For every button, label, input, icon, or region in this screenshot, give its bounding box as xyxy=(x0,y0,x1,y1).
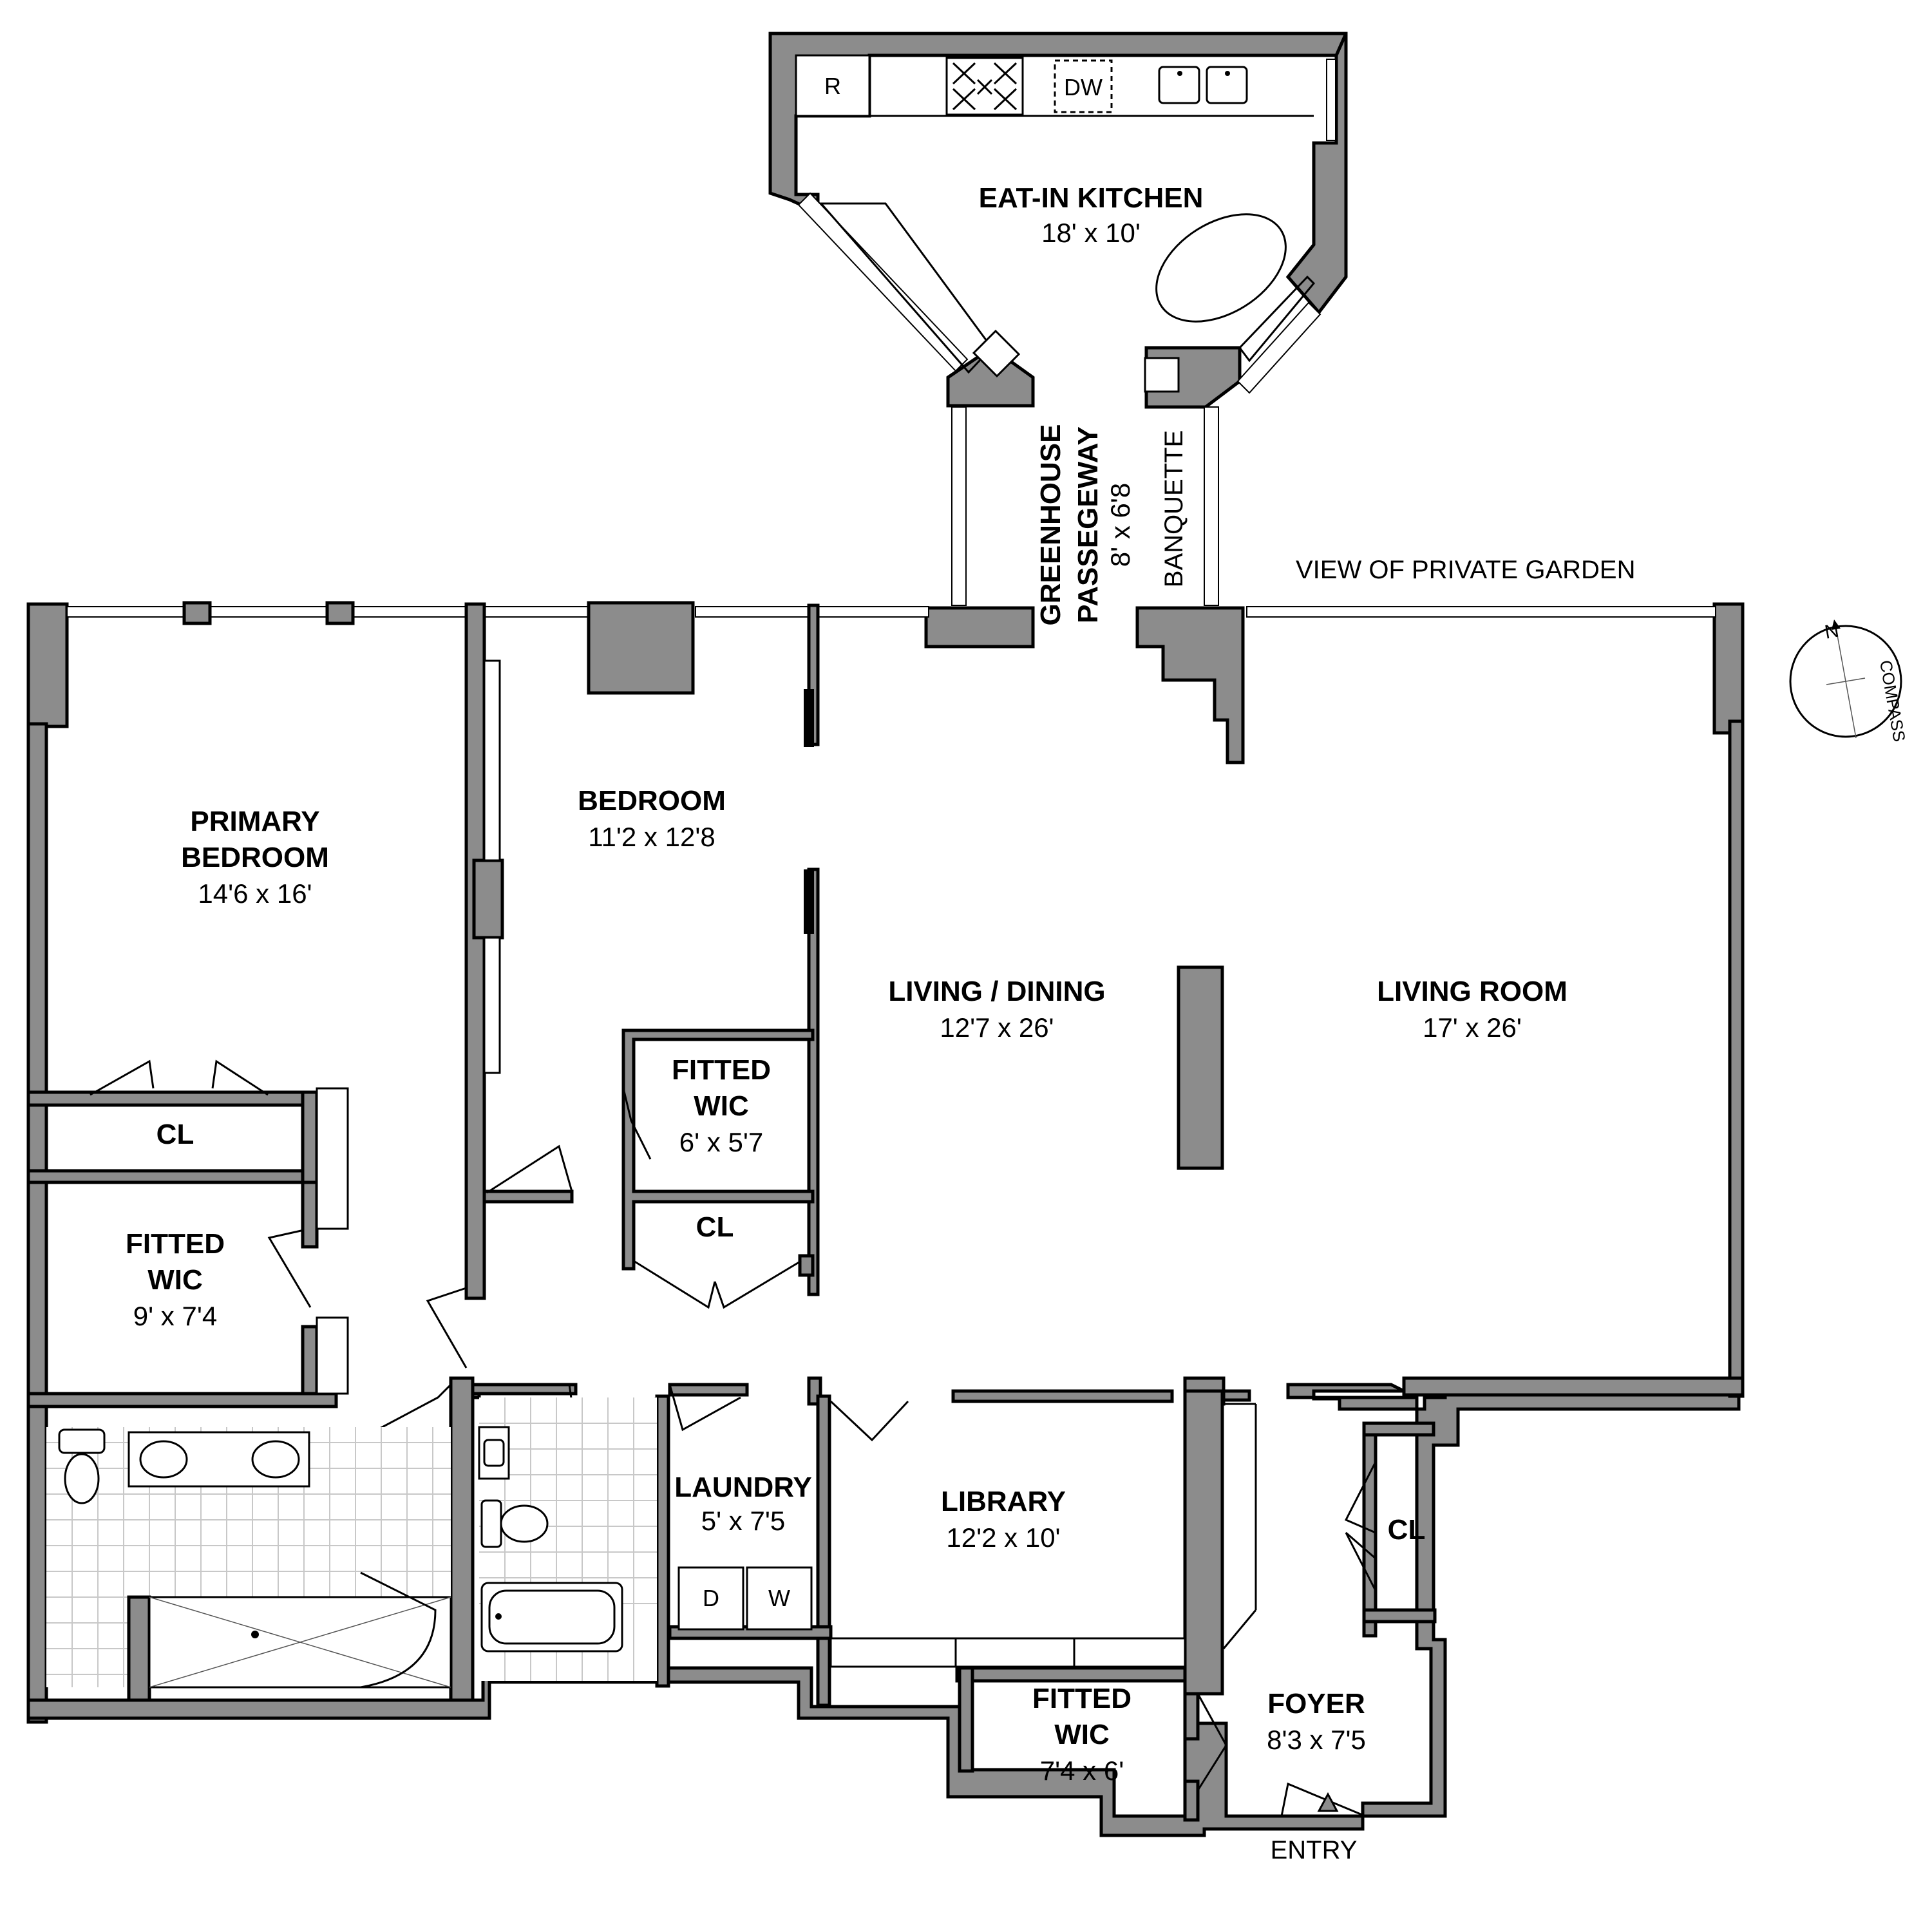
cooktop xyxy=(945,57,1024,116)
room-name: BEDROOM xyxy=(578,785,726,817)
kitchen-sink xyxy=(1158,66,1248,104)
doors xyxy=(90,1059,1377,1817)
room-dims: 14'6 x 16' xyxy=(198,878,312,909)
greenhouse-label: GREENHOUSE PASSEGEWAY 8' x 6'8 xyxy=(1035,424,1135,626)
kitchen-walls xyxy=(768,32,1348,764)
room-name: FOYER xyxy=(1267,1688,1365,1719)
garden-windows xyxy=(66,601,1716,695)
compass-icon: N COMPASS xyxy=(1789,620,1909,743)
room-dims: 12'7 x 26' xyxy=(940,1012,1054,1043)
laundry-machines: D W xyxy=(677,1566,813,1631)
dining-table xyxy=(1155,213,1287,323)
room-name: EAT-IN KITCHEN xyxy=(979,182,1204,214)
bedroom-label: BEDROOM 11'2 x 12'8 xyxy=(578,785,726,852)
bedroom-wic-label: FITTED WIC 6' x 5'7 xyxy=(672,1054,771,1157)
room-name: LIBRARY xyxy=(941,1486,1066,1517)
foyer-label: FOYER 8'3 x 7'5 xyxy=(1267,1688,1366,1755)
kitchen-columns xyxy=(972,329,1180,393)
exterior-walls xyxy=(26,602,1745,1837)
room-name: BEDROOM xyxy=(181,842,329,873)
view-label: VIEW OF PRIVATE GARDEN xyxy=(1296,556,1635,584)
primary-bath xyxy=(46,1427,452,1702)
hall-bath xyxy=(478,1397,657,1681)
kitchen-label: EAT-IN KITCHEN 18' x 10' xyxy=(979,182,1204,248)
kitchen-windows xyxy=(797,59,1336,606)
room-name: FITTED xyxy=(1032,1683,1132,1714)
primary-wic-label: FITTED WIC 9' x 7'4 xyxy=(126,1228,225,1331)
room-dims: 6' x 5'7 xyxy=(679,1127,763,1157)
primary-bedroom-label: PRIMARY BEDROOM 14'6 x 16' xyxy=(181,806,329,909)
room-dims: 11'2 x 12'8 xyxy=(588,822,715,852)
dishwasher-label: DW xyxy=(1064,74,1103,100)
library-shelves xyxy=(829,1403,1257,1668)
room-name: WIC xyxy=(147,1264,203,1296)
refrigerator: R xyxy=(795,54,871,117)
room-dims: 18' x 10' xyxy=(1041,218,1141,248)
room-dims: 12'2 x 10' xyxy=(946,1522,1060,1553)
room-name: LIVING ROOM xyxy=(1377,976,1567,1007)
foyer-wic-label: FITTED WIC 7'4 x 6' xyxy=(1032,1683,1132,1786)
living-dining-label: LIVING / DINING 12'7 x 26' xyxy=(888,976,1105,1043)
foyer-closet-label: CL xyxy=(1388,1514,1426,1546)
dishwasher: DW xyxy=(1054,59,1113,113)
room-dims: 7'4 x 6' xyxy=(1040,1756,1124,1786)
room-name: GREENHOUSE xyxy=(1035,424,1066,626)
room-name: LAUNDRY xyxy=(674,1472,811,1503)
dryer-label: D xyxy=(703,1585,719,1611)
room-name: LIVING / DINING xyxy=(888,976,1105,1007)
compass-north-label: N xyxy=(1823,620,1841,643)
entry-label: ENTRY xyxy=(1271,1836,1358,1864)
sliding-panels xyxy=(316,659,814,1395)
room-name: WIC xyxy=(694,1090,749,1122)
room-name: PRIMARY xyxy=(190,806,319,837)
room-dims: 9' x 7'4 xyxy=(133,1301,217,1331)
bedroom-closet-label: CL xyxy=(696,1211,734,1243)
banquette-label: BANQUETTE xyxy=(1160,430,1188,587)
refrigerator-label: R xyxy=(824,73,841,99)
room-name: FITTED xyxy=(126,1228,225,1260)
room-name: FITTED xyxy=(672,1054,771,1086)
room-name: WIC xyxy=(1054,1719,1110,1750)
primary-closet-label: CL xyxy=(156,1119,194,1150)
room-dims: 5' x 7'5 xyxy=(701,1506,785,1536)
laundry-label: LAUNDRY 5' x 7'5 xyxy=(674,1472,811,1536)
washer-label: W xyxy=(768,1585,790,1611)
room-dims: 8' x 6'8 xyxy=(1105,483,1135,567)
room-dims: 17' x 26' xyxy=(1423,1012,1522,1043)
living-room-label: LIVING ROOM 17' x 26' xyxy=(1377,976,1567,1043)
library-label: LIBRARY 12'2 x 10' xyxy=(941,1486,1066,1553)
room-dims: 8'3 x 7'5 xyxy=(1267,1725,1366,1755)
entry-arrow-icon xyxy=(1317,1792,1339,1812)
chimney-column xyxy=(1177,965,1224,1170)
room-name: PASSEGEWAY xyxy=(1072,426,1104,623)
